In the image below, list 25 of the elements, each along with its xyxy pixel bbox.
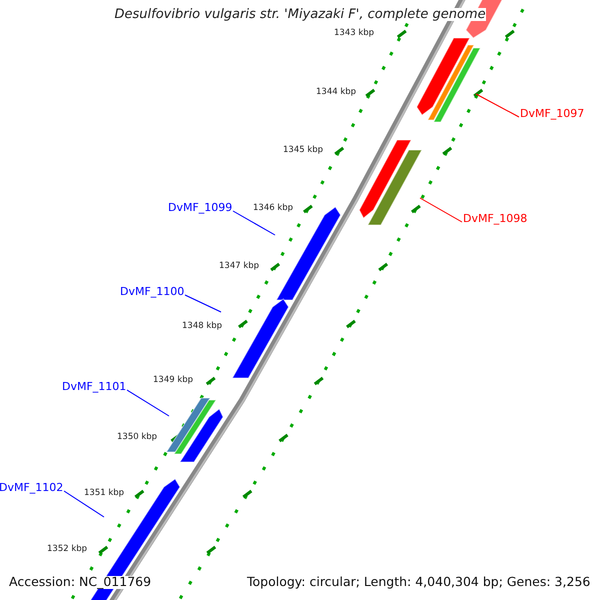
leader-line bbox=[64, 490, 104, 518]
scale-label: 1352 kbp bbox=[47, 545, 88, 554]
gene-label: DvMF_1101 bbox=[62, 381, 126, 392]
accession-label: Accession: NC_011769 bbox=[9, 576, 152, 588]
gene-label: DvMF_1098 bbox=[463, 213, 528, 224]
scale-label: 1350 kbp bbox=[117, 433, 158, 442]
genome-summary-label: Topology: circular; Length: 4,040,304 bp; Genes: 3,256 bbox=[247, 576, 590, 588]
leader-line bbox=[232, 210, 276, 236]
scale-label: 1351 kbp bbox=[84, 489, 124, 498]
scale-label: 1347 kbp bbox=[219, 262, 260, 270]
gene-label: DvMF_1097 bbox=[520, 108, 584, 119]
scale-label: 1345 kbp bbox=[283, 146, 324, 154]
gene-label: DvMF_1102 bbox=[0, 482, 64, 493]
gene-label: DvMF_1100 bbox=[120, 286, 184, 297]
scale-label: 1344 kbp bbox=[316, 88, 356, 96]
scale-label: 1348 kbp bbox=[182, 322, 222, 330]
leader-line bbox=[184, 294, 222, 312]
scale-label: 1343 kbp bbox=[334, 29, 374, 38]
leader-line bbox=[476, 94, 520, 118]
scale-label: 1349 kbp bbox=[153, 376, 194, 384]
leader-line bbox=[420, 198, 462, 222]
scale-label: 1346 kbp bbox=[253, 204, 294, 212]
gene-label: DvMF_1099 bbox=[168, 202, 232, 213]
leader-line bbox=[126, 390, 170, 416]
diagram-title: Desulfovibrio vulgaris str. 'Miyazaki F', complete genome bbox=[114, 8, 486, 21]
